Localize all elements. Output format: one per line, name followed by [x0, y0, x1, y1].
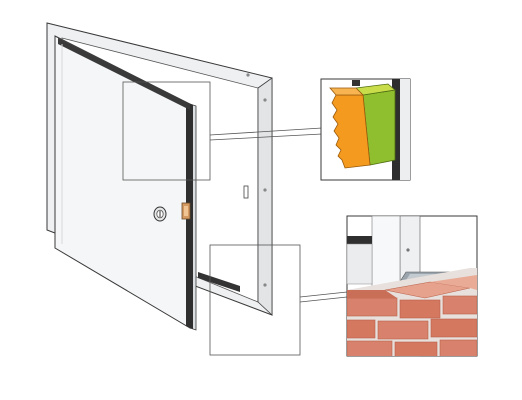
seal-detail	[320, 78, 411, 181]
screw-icon	[246, 73, 250, 77]
latch-slot	[243, 185, 249, 199]
access-door	[54, 35, 197, 331]
brick-wall-detail	[346, 215, 478, 357]
screw-icon	[263, 283, 267, 287]
screw-icon	[406, 248, 410, 252]
callout-box-frame	[209, 244, 301, 356]
latch-tongue	[181, 202, 191, 220]
screw-icon	[263, 98, 267, 102]
screw-icon	[263, 188, 267, 192]
callout-box-seal	[122, 81, 211, 181]
key-lock-icon	[153, 206, 167, 222]
